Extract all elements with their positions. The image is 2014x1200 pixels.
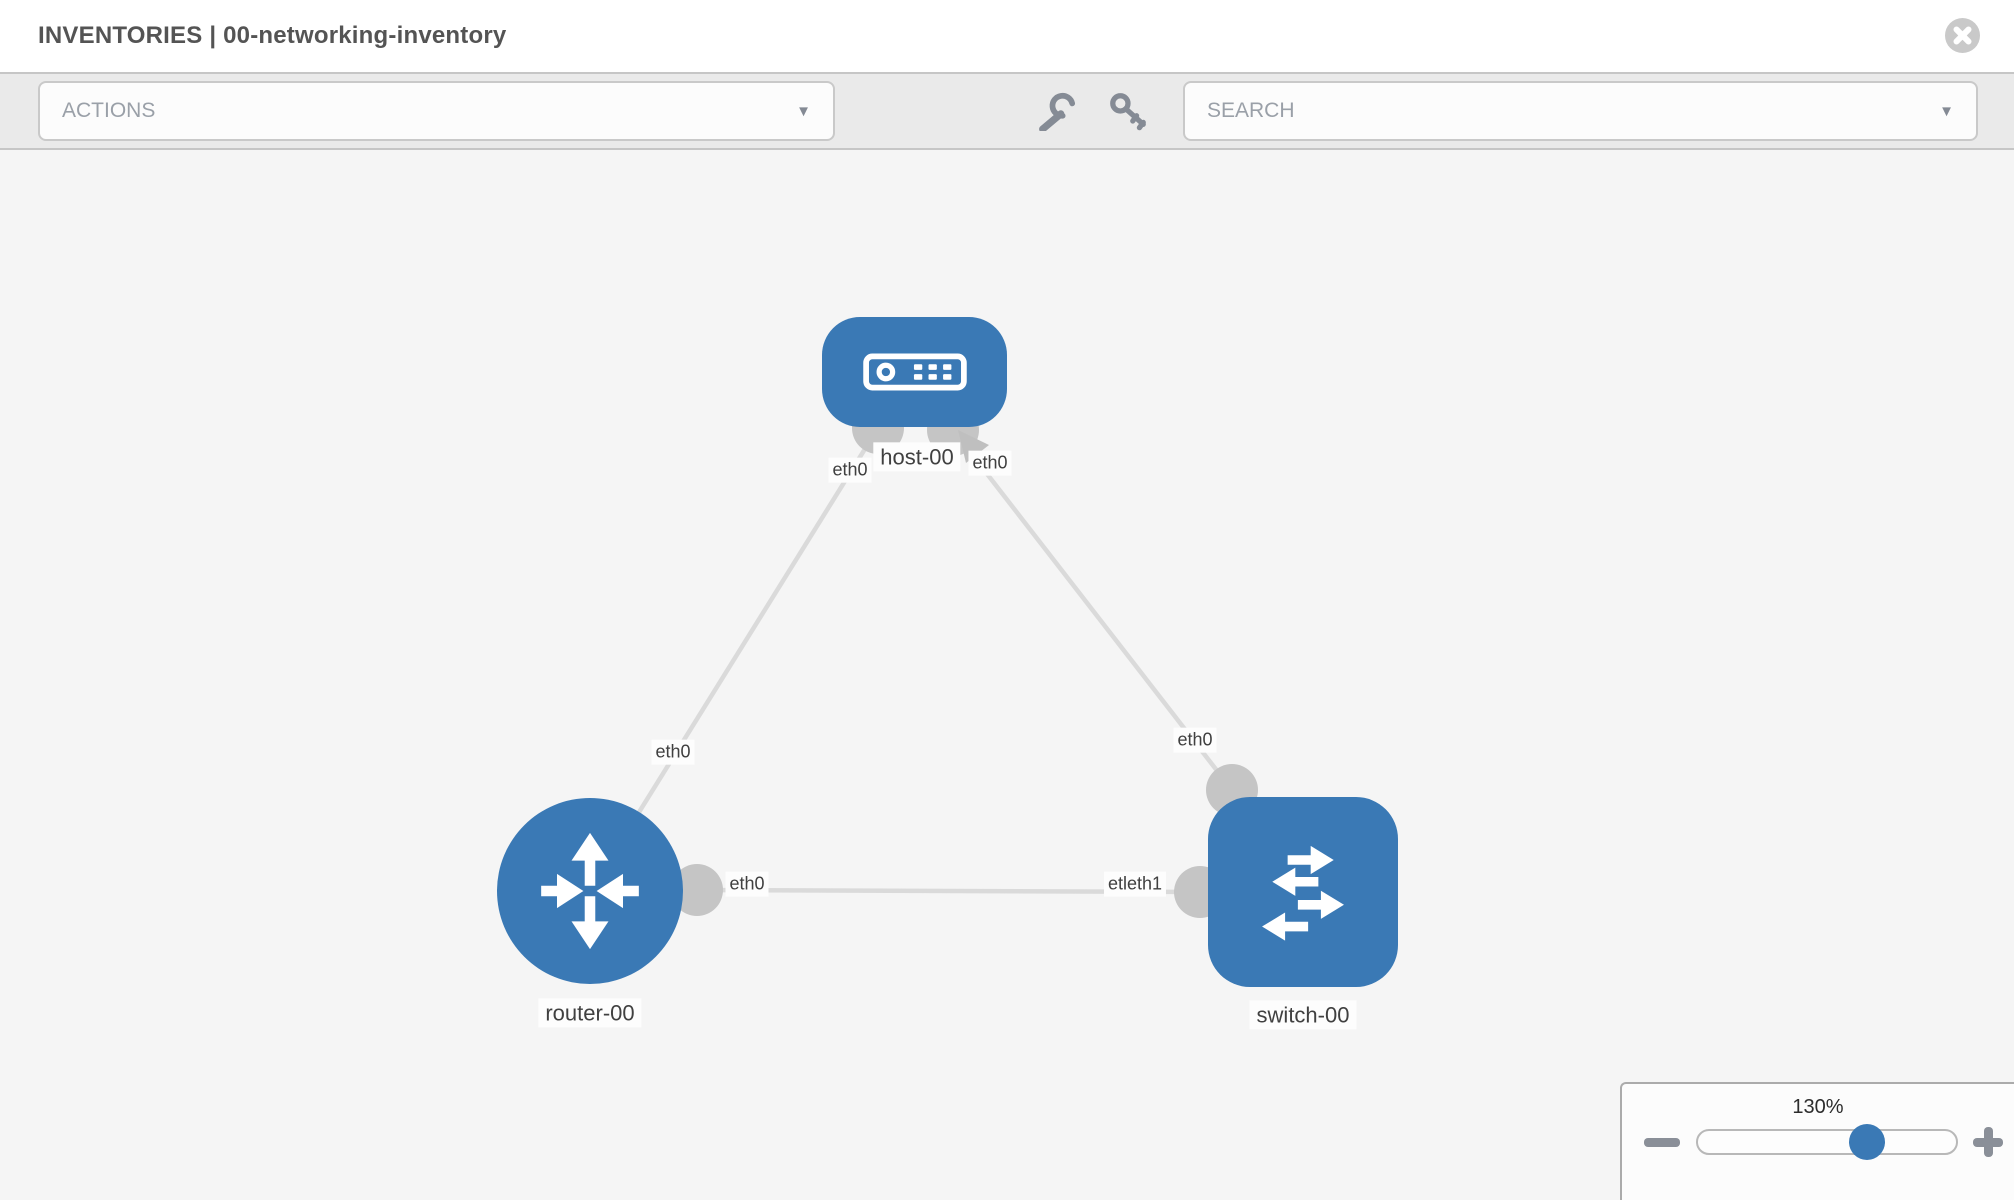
toolbar: ACTIONS ▼ SEARCH ▼ [0, 72, 2014, 150]
actions-dropdown-label: ACTIONS [62, 99, 156, 122]
interface-label: eth0 [1173, 727, 1217, 753]
toolbar-icons [1036, 91, 1148, 131]
interface-label: eth0 [828, 457, 872, 483]
wrench-icon [1039, 92, 1076, 131]
zoom-slider[interactable] [1696, 1124, 1958, 1160]
node-host-00[interactable] [822, 317, 1007, 427]
topology-canvas[interactable]: eth0 eth0 eth0 eth0 eth0 etleth1 host-00… [0, 150, 2014, 1200]
chevron-down-icon: ▼ [1939, 102, 1954, 120]
zoom-in-button[interactable] [1973, 1127, 2003, 1157]
zoom-controls [1622, 1124, 2014, 1160]
node-switch-00[interactable] [1208, 797, 1398, 987]
close-icon [1953, 26, 1972, 45]
node-label: router-00 [538, 998, 642, 1028]
plus-icon [1984, 1127, 1993, 1157]
zoom-level: 130% [1792, 1096, 1844, 1118]
interface-label: eth0 [968, 450, 1012, 476]
zoom-out-button[interactable] [1644, 1137, 1680, 1147]
zoom-control-panel: 130% [1620, 1082, 2014, 1200]
header: INVENTORIES | 00-networking-inventory [0, 0, 2014, 72]
credentials-button[interactable] [1108, 91, 1148, 131]
search-dropdown-label: SEARCH [1207, 99, 1295, 122]
actions-dropdown[interactable]: ACTIONS ▼ [38, 81, 835, 141]
key-icon [1110, 93, 1146, 131]
page-title: INVENTORIES | 00-networking-inventory [38, 22, 507, 49]
node-router-00[interactable] [497, 798, 683, 984]
links-layer [588, 402, 1258, 918]
host-icon [862, 353, 967, 391]
close-button[interactable] [1945, 18, 1980, 53]
chevron-down-icon: ▼ [796, 102, 811, 120]
interface-label: etleth1 [1103, 871, 1167, 897]
switch-icon [1262, 845, 1344, 941]
zoom-slider-handle[interactable] [1848, 1124, 1885, 1160]
node-label: switch-00 [1249, 1000, 1357, 1030]
interface-label: eth0 [725, 871, 769, 897]
interface-endpoint[interactable] [671, 864, 723, 916]
search-dropdown[interactable]: SEARCH ▼ [1183, 81, 1978, 141]
node-label: host-00 [873, 442, 961, 472]
tools-button[interactable] [1036, 91, 1076, 131]
router-icon [541, 832, 639, 950]
link-arrowhead [958, 430, 989, 463]
interface-label: eth0 [651, 739, 695, 765]
